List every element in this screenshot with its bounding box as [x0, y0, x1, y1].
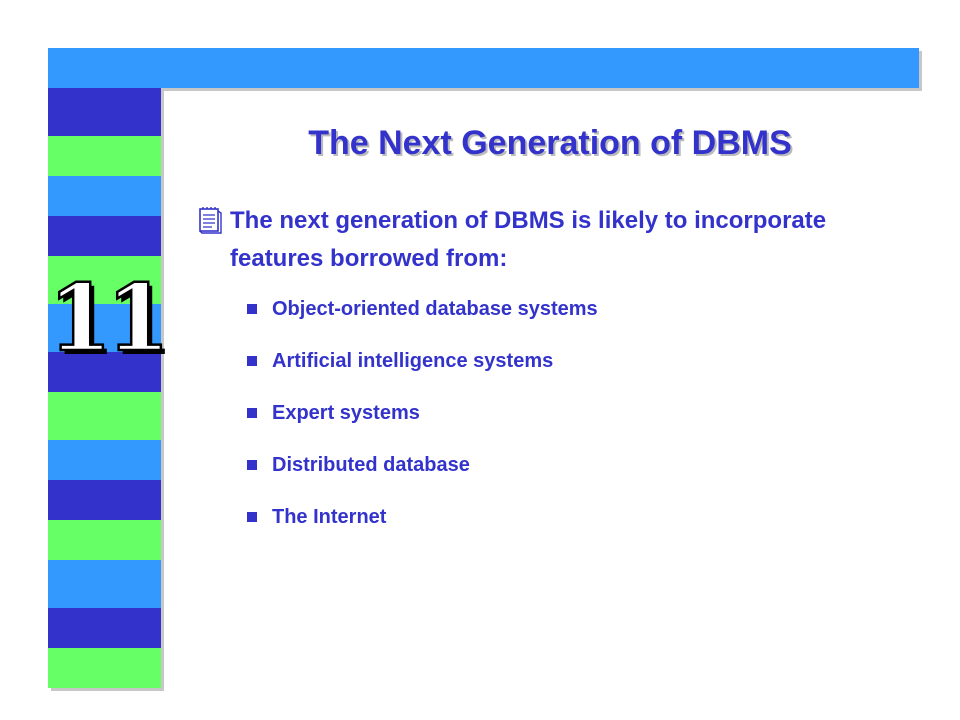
sub-bullet-text: The Internet: [272, 506, 387, 528]
main-bullet: The next generation of DBMS is likely to…: [197, 202, 877, 278]
strip-band: [48, 608, 161, 648]
strip-band: [48, 216, 161, 256]
strip-band: [48, 392, 161, 440]
sub-bullet-text: Object-oriented database systems: [272, 298, 598, 320]
sub-bullet-text: Artificial intelligence systems: [272, 350, 554, 372]
strip-band: [48, 352, 161, 392]
diamond-bullet-icon: [247, 356, 257, 366]
strip-band: [48, 440, 161, 480]
main-bullet-text: The next generation of DBMS is likely to…: [230, 207, 827, 272]
diamond-bullet-icon: [247, 512, 257, 522]
diamond-bullet-icon: [247, 460, 257, 470]
strip-band: [48, 176, 161, 216]
strip-band: [48, 136, 161, 176]
diamond-bullet-icon: [247, 408, 257, 418]
diamond-bullet-icon: [247, 304, 257, 314]
strip-band: [48, 256, 161, 304]
sub-bullet-text: Expert systems: [272, 402, 420, 424]
strip-band: [48, 88, 161, 136]
strip-band: [48, 304, 161, 352]
strip-band: [48, 480, 161, 520]
sub-bullet-text: Distributed database: [272, 454, 470, 476]
strip-band: [48, 648, 161, 688]
slide-title: The Next Generation of DBMS: [308, 124, 792, 162]
top-decor-bar: [48, 48, 919, 88]
slide-number: 11: [47, 264, 172, 372]
side-color-strip: [48, 88, 161, 688]
strip-band: [48, 520, 161, 560]
strip-band: [48, 560, 161, 608]
notepad-bullet-icon: [199, 207, 222, 234]
